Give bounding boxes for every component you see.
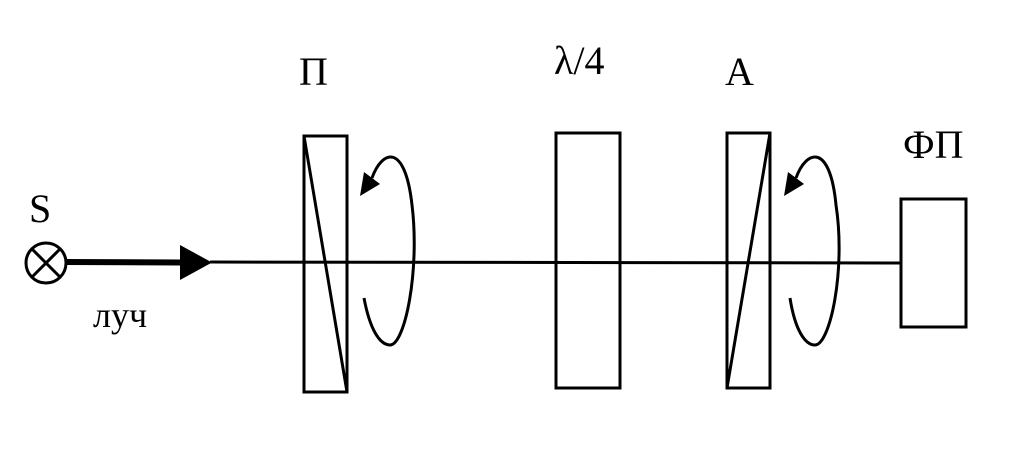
- analyzer-label: А: [725, 49, 754, 94]
- analyzer-element: [725, 131, 772, 390]
- beam-arrowhead: [180, 245, 212, 280]
- analyzer-rotation-arrow-icon: [784, 155, 841, 347]
- polarizer-element: [302, 134, 349, 394]
- light-source-icon: [24, 241, 68, 285]
- beam-thick-segment: [65, 259, 183, 266]
- polarizer-label: П: [299, 49, 328, 94]
- photodetector-label: ФП: [903, 122, 964, 167]
- quarter-wave-plate-label: λ/4: [554, 38, 605, 83]
- polarizer-rotation-arrow-icon: [360, 155, 416, 347]
- beam-label: луч: [93, 295, 147, 335]
- source-label: S: [29, 186, 51, 231]
- photodetector-element: [899, 197, 968, 329]
- quarter-wave-plate-element: [554, 131, 622, 390]
